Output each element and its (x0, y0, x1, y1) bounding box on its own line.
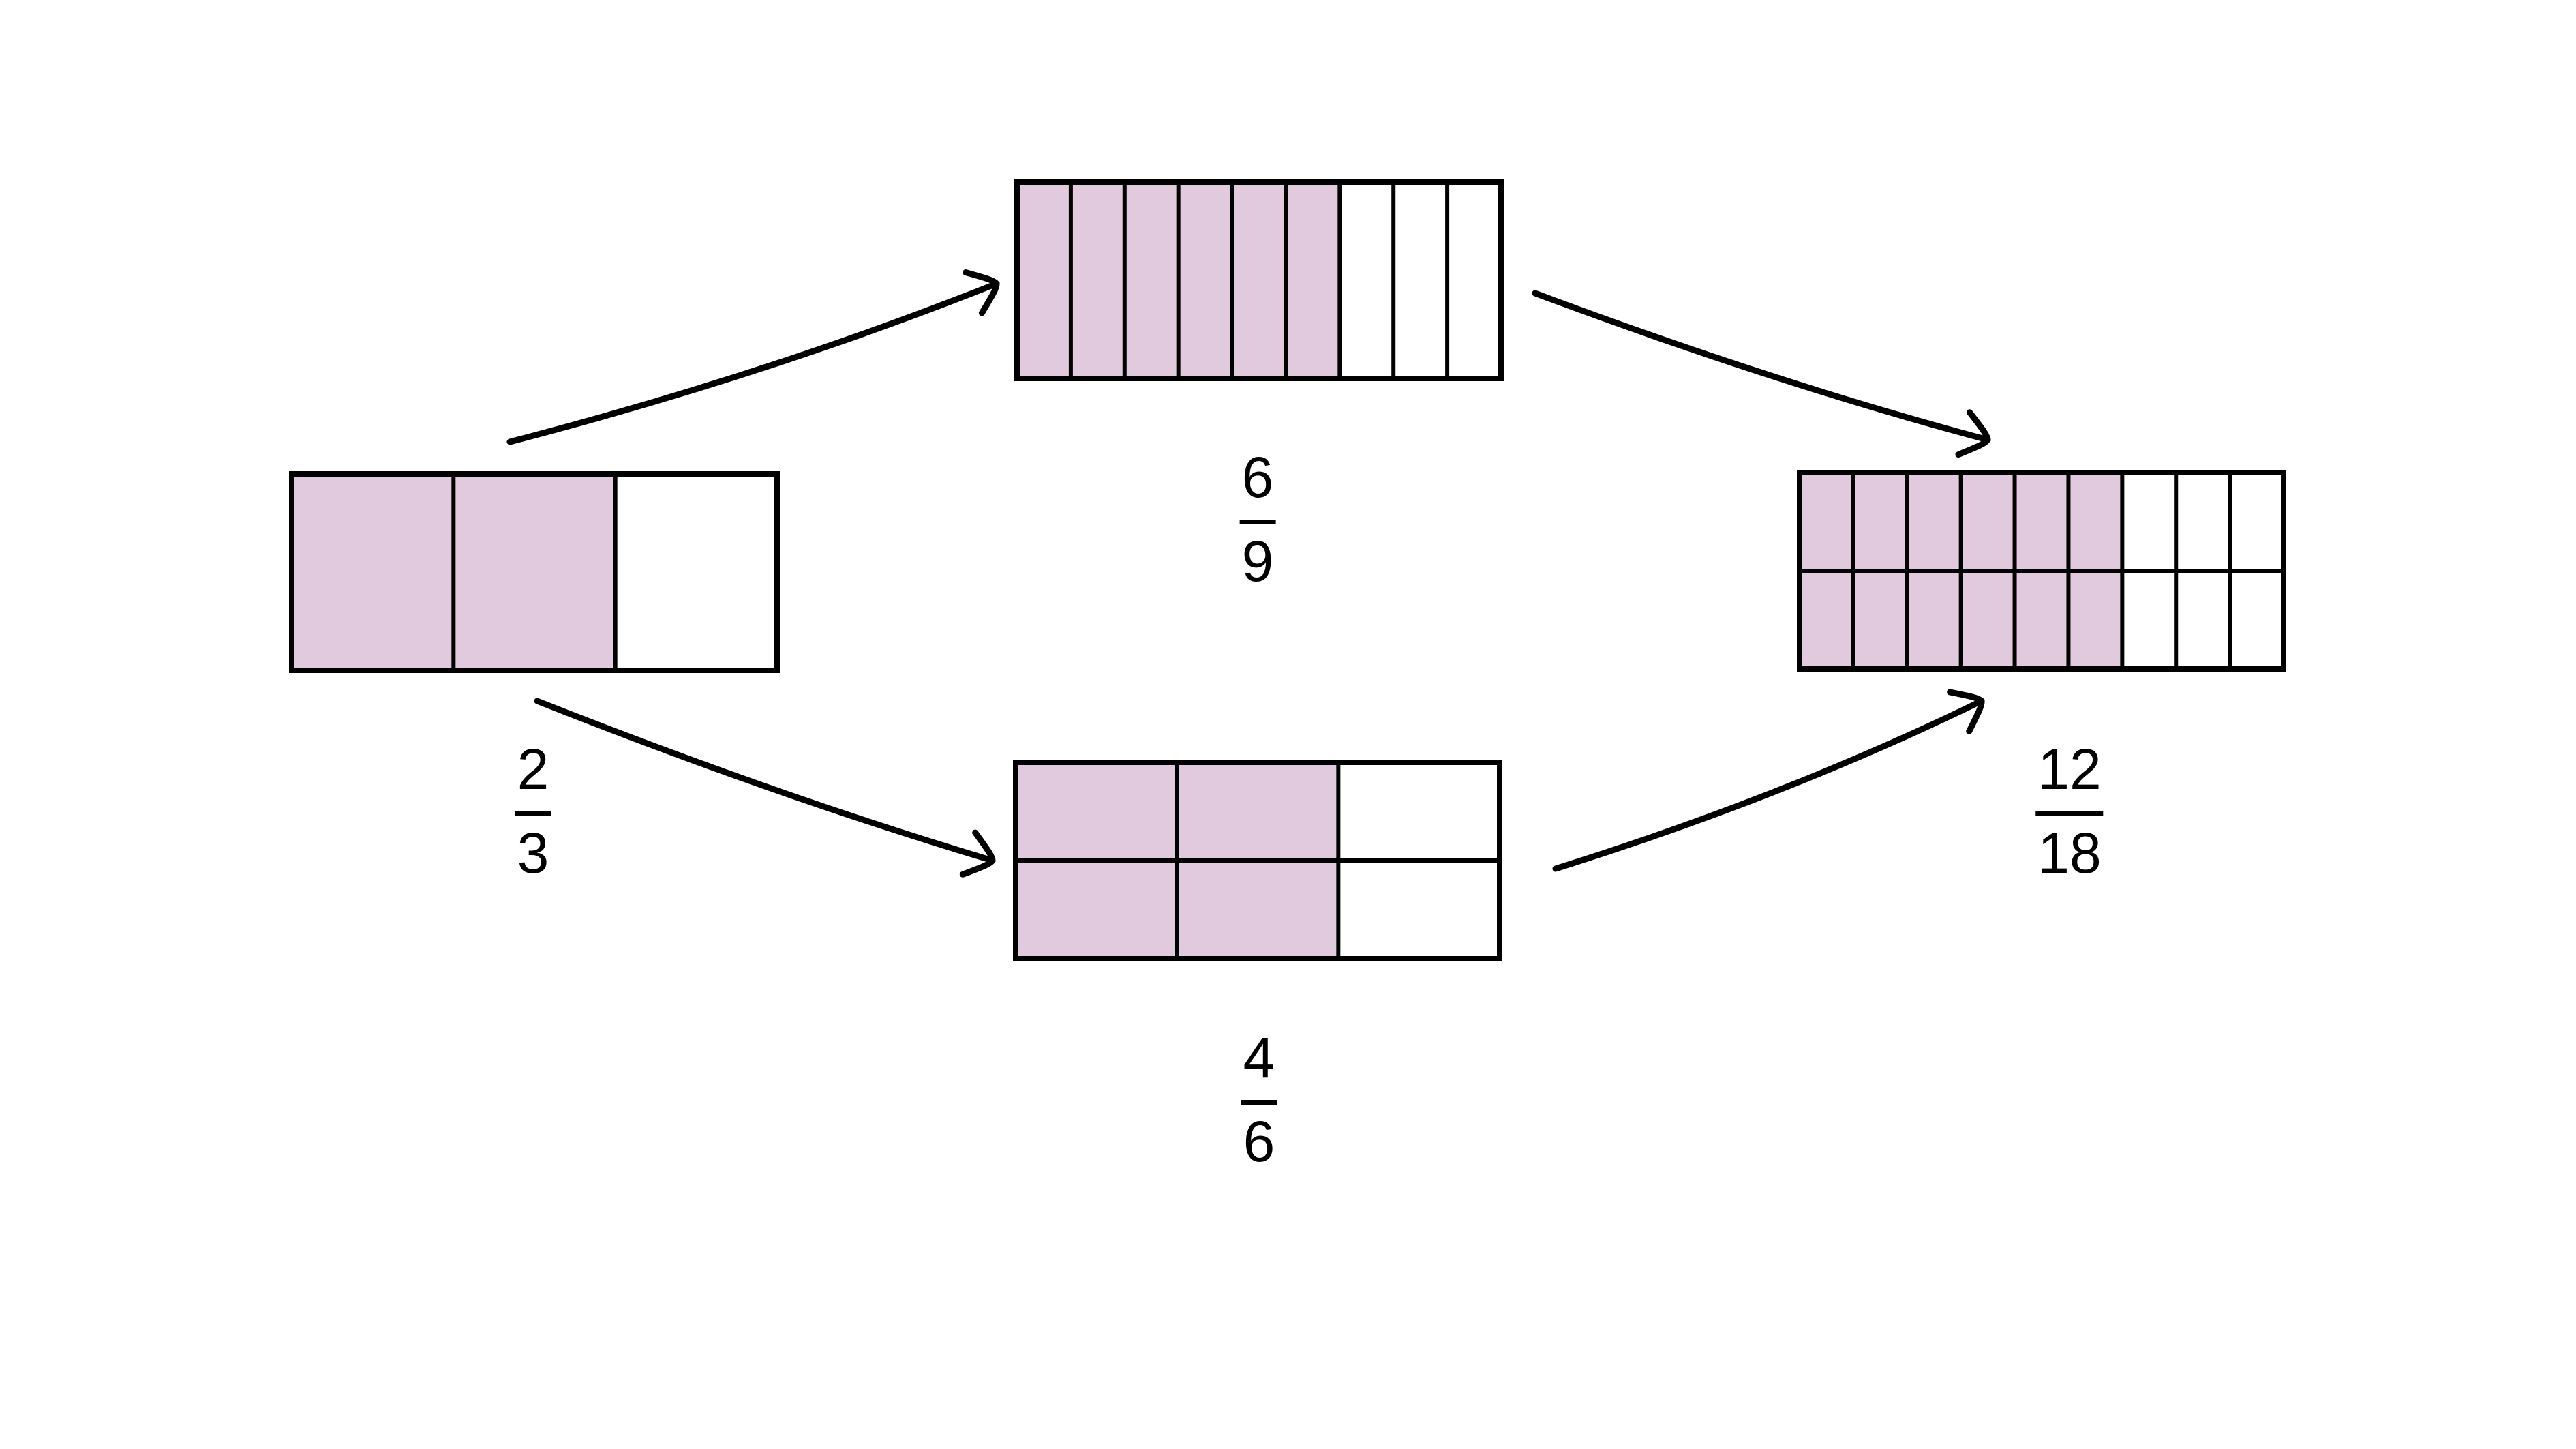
arrow-two-thirds-to-six-ninths (506, 269, 1000, 445)
fraction-label-two-thirds: 2 3 (515, 737, 551, 885)
numerator: 12 (2037, 737, 2102, 801)
bar-outline (1013, 760, 1502, 961)
denominator: 6 (1243, 1109, 1275, 1174)
fraction-bar-six-ninths (1014, 179, 1504, 381)
denominator: 18 (2037, 821, 2102, 885)
fraction-rule (1241, 1100, 1277, 1105)
bar-outline (1797, 470, 2286, 672)
numerator: 4 (1243, 1026, 1275, 1090)
denominator: 3 (517, 821, 549, 885)
fraction-label-four-sixths: 4 6 (1241, 1026, 1277, 1174)
fraction-rule (1239, 520, 1276, 524)
numerator: 6 (1241, 445, 1274, 509)
arrow-four-sixths-to-twelve-eighteenths (1552, 689, 1985, 872)
fraction-rule (2035, 811, 2104, 816)
bar-outline (289, 471, 780, 673)
arrow-six-ninths-to-twelve-eighteenths (1532, 290, 1991, 458)
fraction-rule (515, 811, 551, 816)
arrow-two-thirds-to-four-sixths (534, 698, 996, 878)
denominator: 9 (1241, 529, 1274, 593)
fraction-bar-two-thirds (289, 471, 780, 673)
fraction-label-six-ninths: 6 9 (1239, 445, 1276, 593)
fraction-bar-twelve-eighteenths (1797, 470, 2286, 672)
numerator: 2 (517, 737, 549, 801)
fraction-bar-four-sixths (1013, 760, 1502, 961)
fraction-label-twelve-eighteenths: 12 18 (2035, 737, 2104, 885)
bar-outline (1014, 179, 1504, 381)
